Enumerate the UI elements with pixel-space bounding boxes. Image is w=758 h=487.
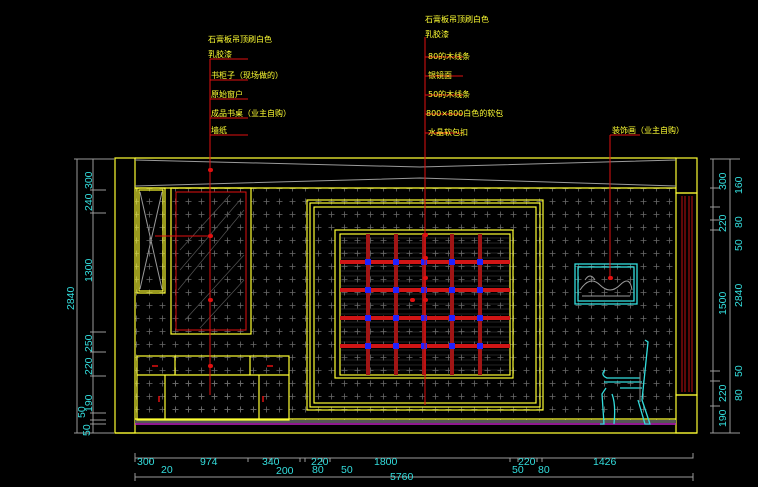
dim-label: 300: [717, 172, 729, 190]
dim-label: 190: [83, 394, 95, 412]
crystal-button: [393, 287, 399, 293]
dim-label: 5760: [390, 471, 414, 483]
dim-label: 1426: [593, 456, 617, 468]
dimension-lines: [74, 158, 740, 481]
callout: 水晶软包扣: [428, 127, 468, 137]
painting-callout: 装饰画（业主自购）: [612, 125, 684, 135]
crystal-button: [477, 343, 483, 349]
callout: 墙纸: [211, 125, 227, 135]
dim-label: 220: [717, 384, 729, 402]
crystal-button: [449, 343, 455, 349]
dim-label: 220: [717, 214, 729, 232]
crystal-button: [393, 343, 399, 349]
bookcase: [136, 187, 166, 294]
leader-lines: [155, 37, 640, 405]
crystal-button: [449, 287, 455, 293]
center-callouts: 石膏板吊顶刷白色 乳胶漆 80的木线条 银镜面 50的木线条 800×800白色…: [425, 14, 503, 137]
grid-strip: [394, 234, 398, 375]
dim-label: 220: [311, 456, 329, 468]
dim-label: 974: [200, 456, 218, 468]
dim-label: 1500: [717, 291, 729, 315]
crystal-button: [477, 259, 483, 265]
dim-label: 1800: [374, 456, 398, 468]
callout: 50的木线条: [428, 89, 470, 99]
dim-label: 220: [83, 357, 95, 375]
dim-label: 80: [733, 389, 745, 401]
dim-label: 50: [81, 424, 93, 436]
crystal-button: [421, 259, 427, 265]
callout: 乳胶漆: [208, 49, 232, 59]
callout: 成品书桌（业主自购）: [211, 108, 291, 118]
dim-label: 80: [733, 216, 745, 228]
dim-label: 50: [733, 239, 745, 251]
grid-strip: [478, 234, 482, 375]
callout: 80的木线条: [428, 51, 470, 61]
dim-label: 240: [83, 193, 95, 211]
crystal-button: [421, 287, 427, 293]
dim-label: 50: [76, 406, 88, 418]
crystal-button: [477, 287, 483, 293]
mirror-panel: [170, 187, 252, 335]
window-frame: [681, 196, 693, 392]
right-wall-upper: [675, 157, 698, 194]
crystal-button: [365, 343, 371, 349]
callout: 石膏板吊顶刷白色: [425, 14, 489, 24]
crystal-button: [393, 315, 399, 321]
crystal-button: [449, 315, 455, 321]
dim-label: 190: [717, 409, 729, 427]
decorative-painting: [574, 263, 638, 305]
callout: 800×800白色的软包: [426, 108, 503, 118]
dim-label: 250: [83, 334, 95, 352]
dim-label: 2840: [65, 286, 77, 310]
callout: 乳胶漆: [425, 29, 449, 39]
dim-label: 80: [538, 464, 550, 476]
grid-strip: [366, 234, 370, 375]
crystal-button: [393, 259, 399, 265]
ceiling-lines: [134, 159, 677, 187]
dim-label: 20: [161, 464, 173, 476]
left-callouts: 石膏板吊顶刷白色 乳胶漆 书柜子（现场做的） 原始窗户 成品书桌（业主自购） 墙…: [208, 34, 291, 135]
dim-label: 1300: [83, 258, 95, 282]
callout: 石膏板吊顶刷白色: [208, 34, 272, 44]
grid-strip: [422, 234, 426, 375]
dim-label: 200: [276, 465, 294, 477]
crystal-button: [365, 315, 371, 321]
grid-strip: [450, 234, 454, 375]
dim-label: 300: [83, 171, 95, 189]
crystal-button: [477, 315, 483, 321]
dim-label: 160: [733, 176, 745, 194]
crystal-button: [421, 315, 427, 321]
dim-label: 50: [341, 464, 353, 476]
left-wall-section: [114, 157, 136, 434]
callout: 银镜面: [428, 70, 452, 80]
dim-label: 50: [512, 464, 524, 476]
desk: [136, 355, 290, 421]
dim-label: 2840: [733, 283, 745, 307]
crystal-button: [365, 259, 371, 265]
dim-label: 220: [518, 456, 536, 468]
dim-label: 340: [262, 456, 280, 468]
crystal-button: [421, 343, 427, 349]
chair: [600, 339, 651, 425]
crystal-button: [449, 259, 455, 265]
callout: 书柜子（现场做的）: [211, 70, 283, 80]
dimension-labels: 2840 50 300 240 1300 250 220 190 50 300 …: [65, 171, 745, 483]
callout: 原始窗户: [211, 89, 243, 99]
window-section: [675, 192, 698, 396]
crystal-button: [365, 287, 371, 293]
dim-label: 50: [733, 365, 745, 377]
right-wall-lower: [675, 394, 698, 434]
dim-label: 300: [137, 456, 155, 468]
dim-label: 80: [312, 464, 324, 476]
